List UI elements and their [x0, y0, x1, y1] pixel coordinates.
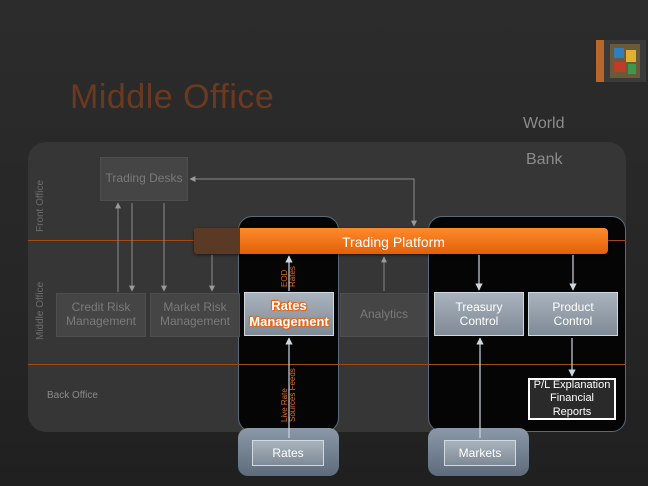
- org-name-line-2: Bank: [526, 151, 563, 168]
- market-risk-box: Market Risk Management: [150, 293, 240, 337]
- product-control-line-1: Product: [552, 299, 594, 314]
- middle-back-divider: [28, 364, 626, 365]
- pl-explanation-line-1: P/L Explanation: [533, 379, 611, 392]
- rates-management-box: Rates Management: [244, 292, 334, 336]
- product-control-line-2: Control: [553, 314, 593, 328]
- rates-label: Rates: [272, 445, 304, 460]
- market-risk-line-2: Management: [159, 314, 231, 328]
- credit-risk-box: Credit Risk Management: [56, 293, 146, 337]
- trading-desks-box: Trading Desks: [100, 157, 188, 201]
- rates-management-line-2: Management: [249, 314, 329, 329]
- trading-platform-faded-end: [194, 228, 240, 254]
- trading-platform-bar: [194, 228, 608, 254]
- pl-explanation-box: P/L Explanation Financial Reports: [528, 378, 616, 420]
- org-name-line-1: World: [523, 115, 565, 132]
- treasury-control-line-1: Treasury: [455, 299, 503, 314]
- analytics-box: Analytics: [340, 293, 428, 337]
- treasury-control-line-2: Control: [459, 314, 499, 328]
- markets-label: Markets: [458, 445, 502, 460]
- rates-management-line-1: Rates: [271, 298, 307, 314]
- product-control-box: Product Control: [528, 292, 618, 336]
- credit-risk-line-2: Management: [65, 314, 137, 328]
- page-title: Middle Office: [70, 78, 275, 116]
- logo: [596, 40, 646, 82]
- treasury-control-box: Treasury Control: [434, 292, 524, 336]
- rates-box: Rates: [252, 440, 324, 466]
- market-risk-line-1: Market Risk: [163, 300, 227, 315]
- pl-explanation-line-2: Financial Reports: [549, 392, 595, 418]
- row-label-back-office: Back Office: [47, 390, 98, 401]
- markets-box: Markets: [444, 440, 516, 466]
- trading-platform-label: Trading Platform: [342, 234, 445, 250]
- desks-to-platform-arrow: [189, 176, 415, 226]
- credit-risk-line-1: Credit Risk: [71, 300, 131, 315]
- analytics-label: Analytics: [359, 307, 409, 322]
- logo-icon: [610, 44, 640, 78]
- trading-desks-label: Trading Desks: [105, 171, 183, 186]
